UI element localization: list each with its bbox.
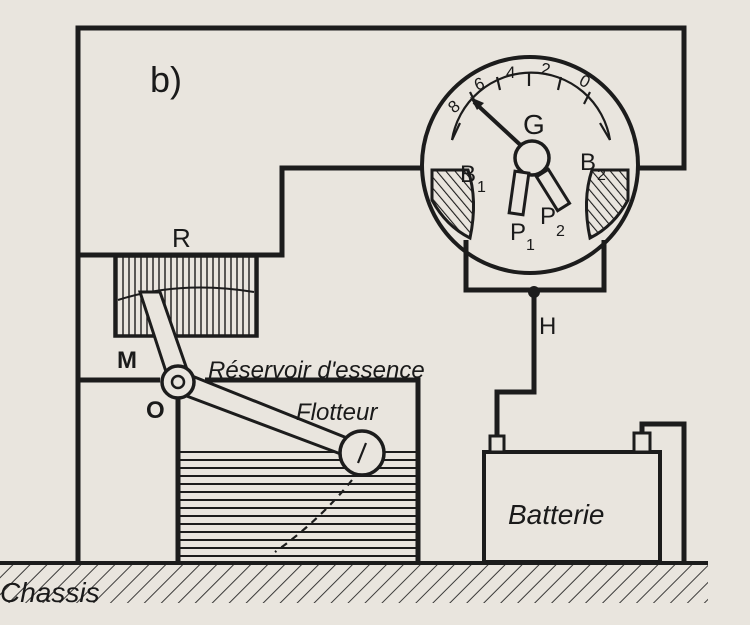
panel-label: b) [150,59,182,100]
label-gauge: G [523,109,545,140]
label-coil-right-sub: 2 [597,167,606,184]
label-pivot: O [146,397,165,424]
battery [482,421,687,564]
scale-mark-2: 2 [539,59,552,79]
wire-resistor-to-gauge [78,165,430,258]
label-chassis: Chassis [0,577,100,608]
label-battery: Batterie [508,499,605,530]
float-arm [137,290,386,553]
label-slider: M [117,347,137,374]
label-pole-right: P [540,203,556,230]
label-pole-right-sub: 2 [556,223,565,240]
gauge [420,55,640,275]
label-pole-left-sub: 1 [526,237,535,254]
wire-junction-to-battery [494,292,537,442]
scale-mark-4: 4 [506,63,515,82]
label-tank: Réservoir d'essence [208,357,425,384]
label-coil-right: B [580,149,596,176]
label-coil-left-sub: 1 [477,179,486,196]
resistor [113,254,259,338]
label-coil-left: B [460,161,476,188]
wire-top-loop [75,25,687,563]
label-float: Flotteur [296,399,378,426]
label-pole-left: P [510,219,526,246]
label-junction: H [539,313,556,340]
chassis [0,561,708,603]
label-resistor: R [172,223,191,253]
